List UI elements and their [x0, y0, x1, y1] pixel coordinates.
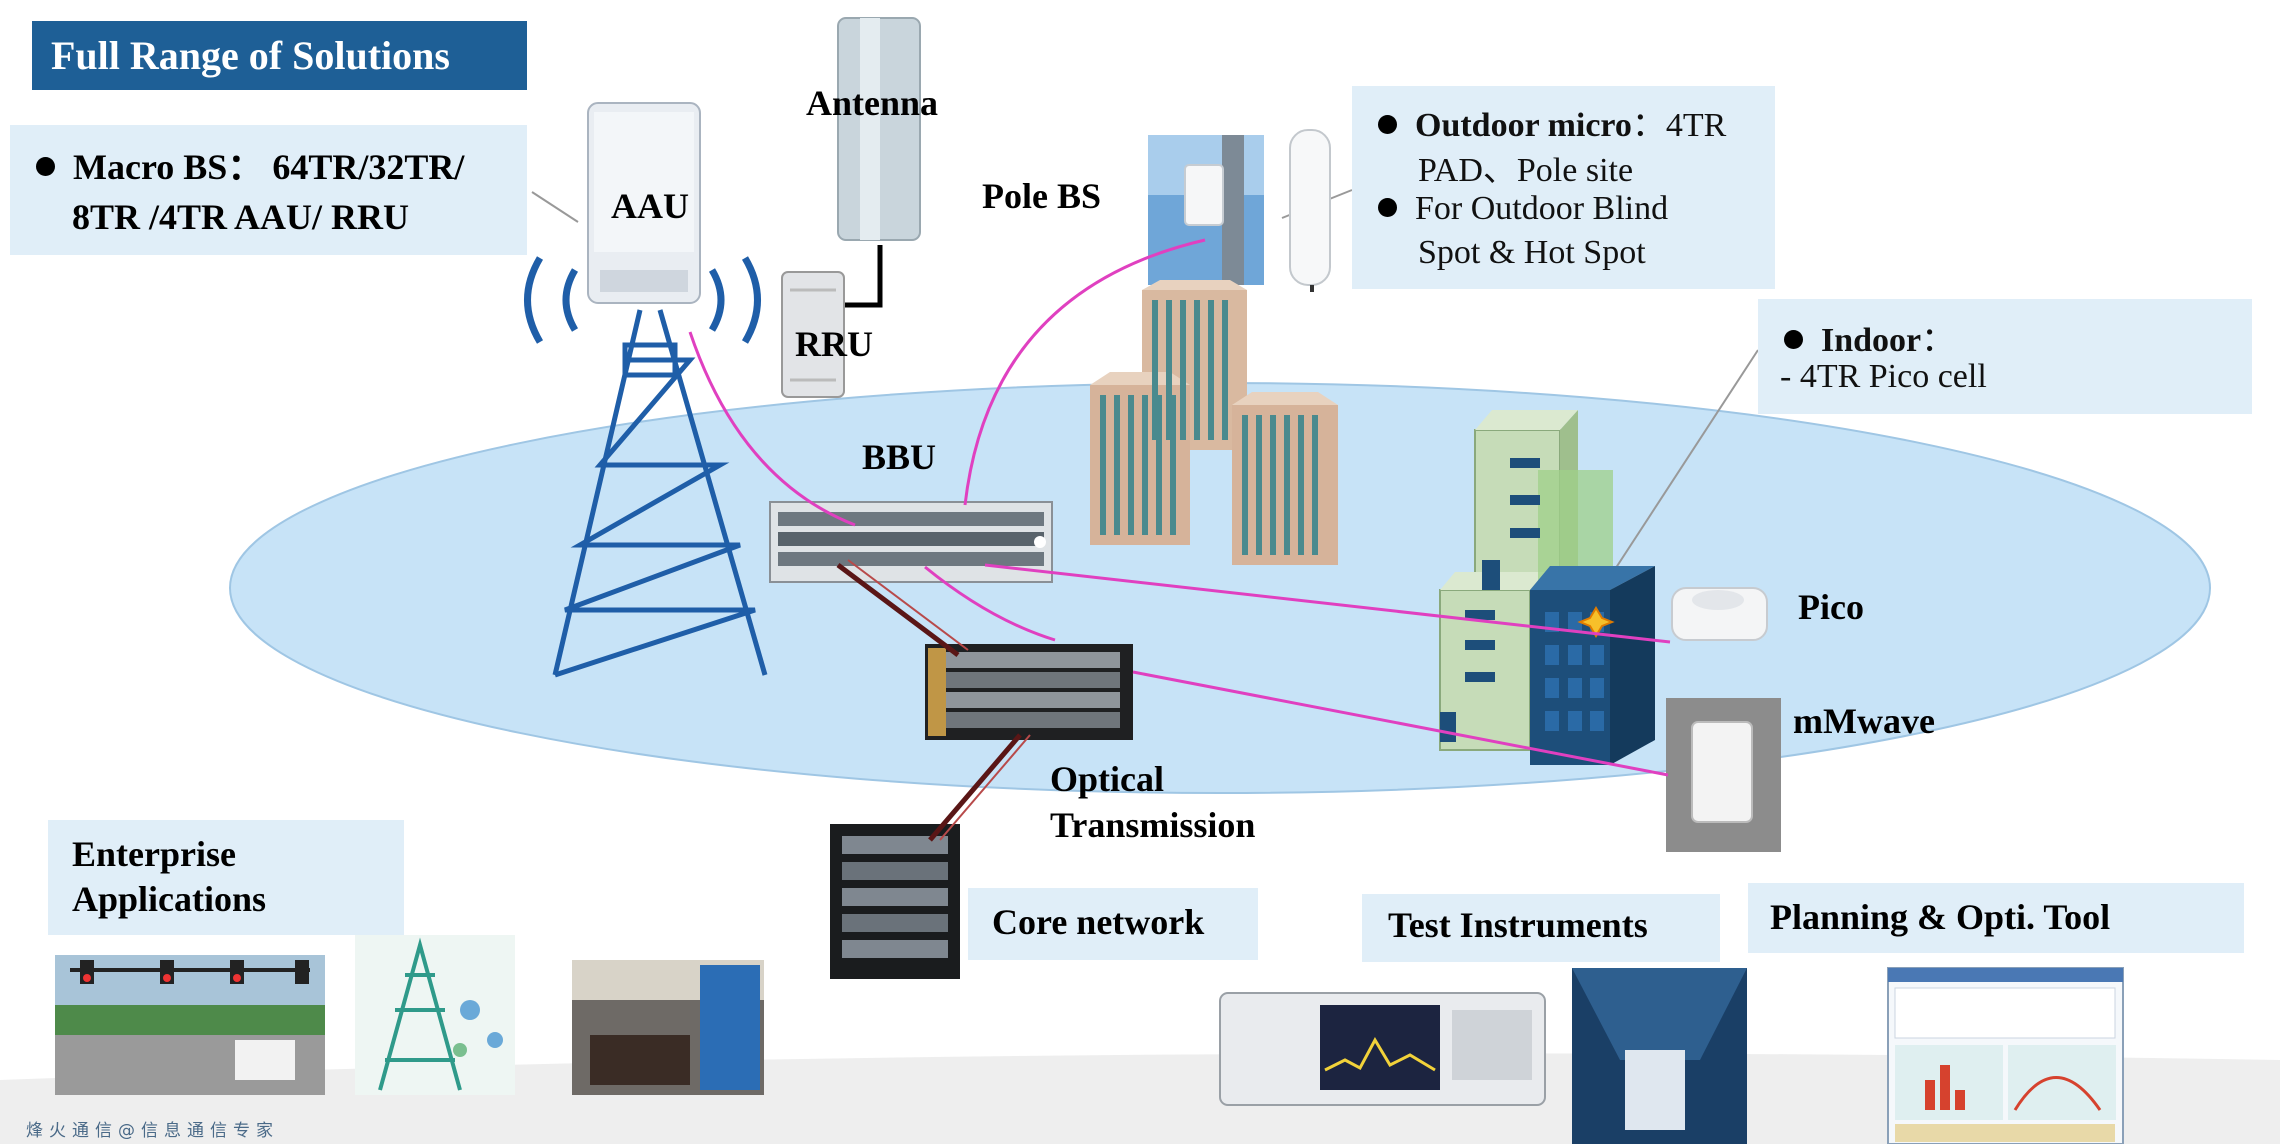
- bullet-icon: [1378, 114, 1397, 134]
- core-network-label: Core network: [992, 902, 1205, 942]
- aau-unit: [587, 102, 701, 304]
- city-building-windows: [1100, 300, 1318, 555]
- outdoor-micro-line1: Outdoor micro：4TR: [1378, 97, 1726, 146]
- rru-unit: [781, 271, 845, 398]
- macro-bs-box: Macro BS： 64TR/32TR/ 8TR /4TR AAU/ RRU: [10, 125, 527, 255]
- indoor-sparkle-icon: [1577, 606, 1615, 638]
- planning-tool-screenshot: [1887, 967, 2124, 1144]
- test-instruments-box: Test Instruments: [1362, 894, 1720, 962]
- planning-tool-label: Planning & Opti. Tool: [1770, 897, 2111, 937]
- rru-label: RRU: [795, 324, 873, 364]
- anechoic-chamber-photo: [1572, 968, 1747, 1144]
- outdoor-micro-line2: PAD、Pole site: [1418, 152, 1634, 189]
- mmwave-photo: [1666, 698, 1781, 852]
- indoor-line2: - 4TR Pico cell: [1780, 358, 1987, 395]
- pole-bs-photo: [1148, 135, 1264, 285]
- aau-leader: [531, 191, 579, 223]
- indoor-box: Indoor： - 4TR Pico cell: [1758, 299, 2252, 414]
- macro-bs-line2: 8TR /4TR AAU/ RRU: [72, 197, 410, 237]
- bbu-unit: [769, 501, 1053, 583]
- optical-unit: [925, 644, 1133, 740]
- pole-antenna: [1289, 129, 1331, 292]
- bullet-icon: [36, 157, 55, 177]
- outdoor-micro-box: Outdoor micro：4TR PAD、Pole site For Outd…: [1352, 86, 1775, 289]
- magenta-links: [688, 238, 1671, 777]
- planning-tool-box: Planning & Opti. Tool: [1748, 883, 2244, 953]
- radio-waves: [524, 256, 761, 344]
- enterprise-line2: Applications: [72, 879, 267, 919]
- pico-device: [1671, 587, 1768, 641]
- bullet-icon: [1378, 197, 1397, 217]
- footer-watermark: 烽火通信@信息通信专家: [26, 1121, 279, 1141]
- macro-bs-line1: Macro BS： 64TR/32TR/: [36, 138, 464, 190]
- spectrum-analyzer-photo: [1219, 992, 1546, 1106]
- page-title: Full Range of Solutions: [32, 21, 527, 90]
- core-network-rack: [830, 824, 960, 979]
- pico-label: Pico: [1798, 587, 1864, 627]
- enterprise-box: Enterprise Applications: [48, 820, 404, 935]
- aau-label: AAU: [611, 186, 689, 226]
- indoor-leader: [1607, 349, 1759, 581]
- enterprise-line1: Enterprise: [72, 834, 236, 874]
- indoor-building-cells: [1440, 458, 1540, 742]
- lattice-tower: [552, 309, 768, 678]
- bullet-icon: [1784, 329, 1803, 349]
- antenna-label: Antenna: [806, 83, 939, 123]
- enterprise-photo-power-grid: [355, 935, 515, 1095]
- outdoor-blind-line1: For Outdoor Blind: [1378, 190, 1668, 228]
- test-instruments-label: Test Instruments: [1388, 905, 1648, 945]
- bbu-label: BBU: [862, 437, 937, 477]
- optical-label-line1: Optical: [1050, 759, 1164, 799]
- pole-bs-label: Pole BS: [982, 176, 1102, 216]
- enterprise-photo-factory: [572, 960, 764, 1095]
- antenna-unit: [837, 17, 921, 308]
- indoor-line1: Indoor：: [1784, 312, 1955, 361]
- fiber-links: [836, 559, 1031, 842]
- core-network-box: Core network: [968, 888, 1258, 960]
- enterprise-photo-traffic: [55, 955, 325, 1095]
- outdoor-blind-line2: Spot & Hot Spot: [1418, 234, 1646, 271]
- optical-label-line2: Transmission: [1050, 805, 1256, 845]
- mmwave-label: mMwave: [1793, 701, 1935, 741]
